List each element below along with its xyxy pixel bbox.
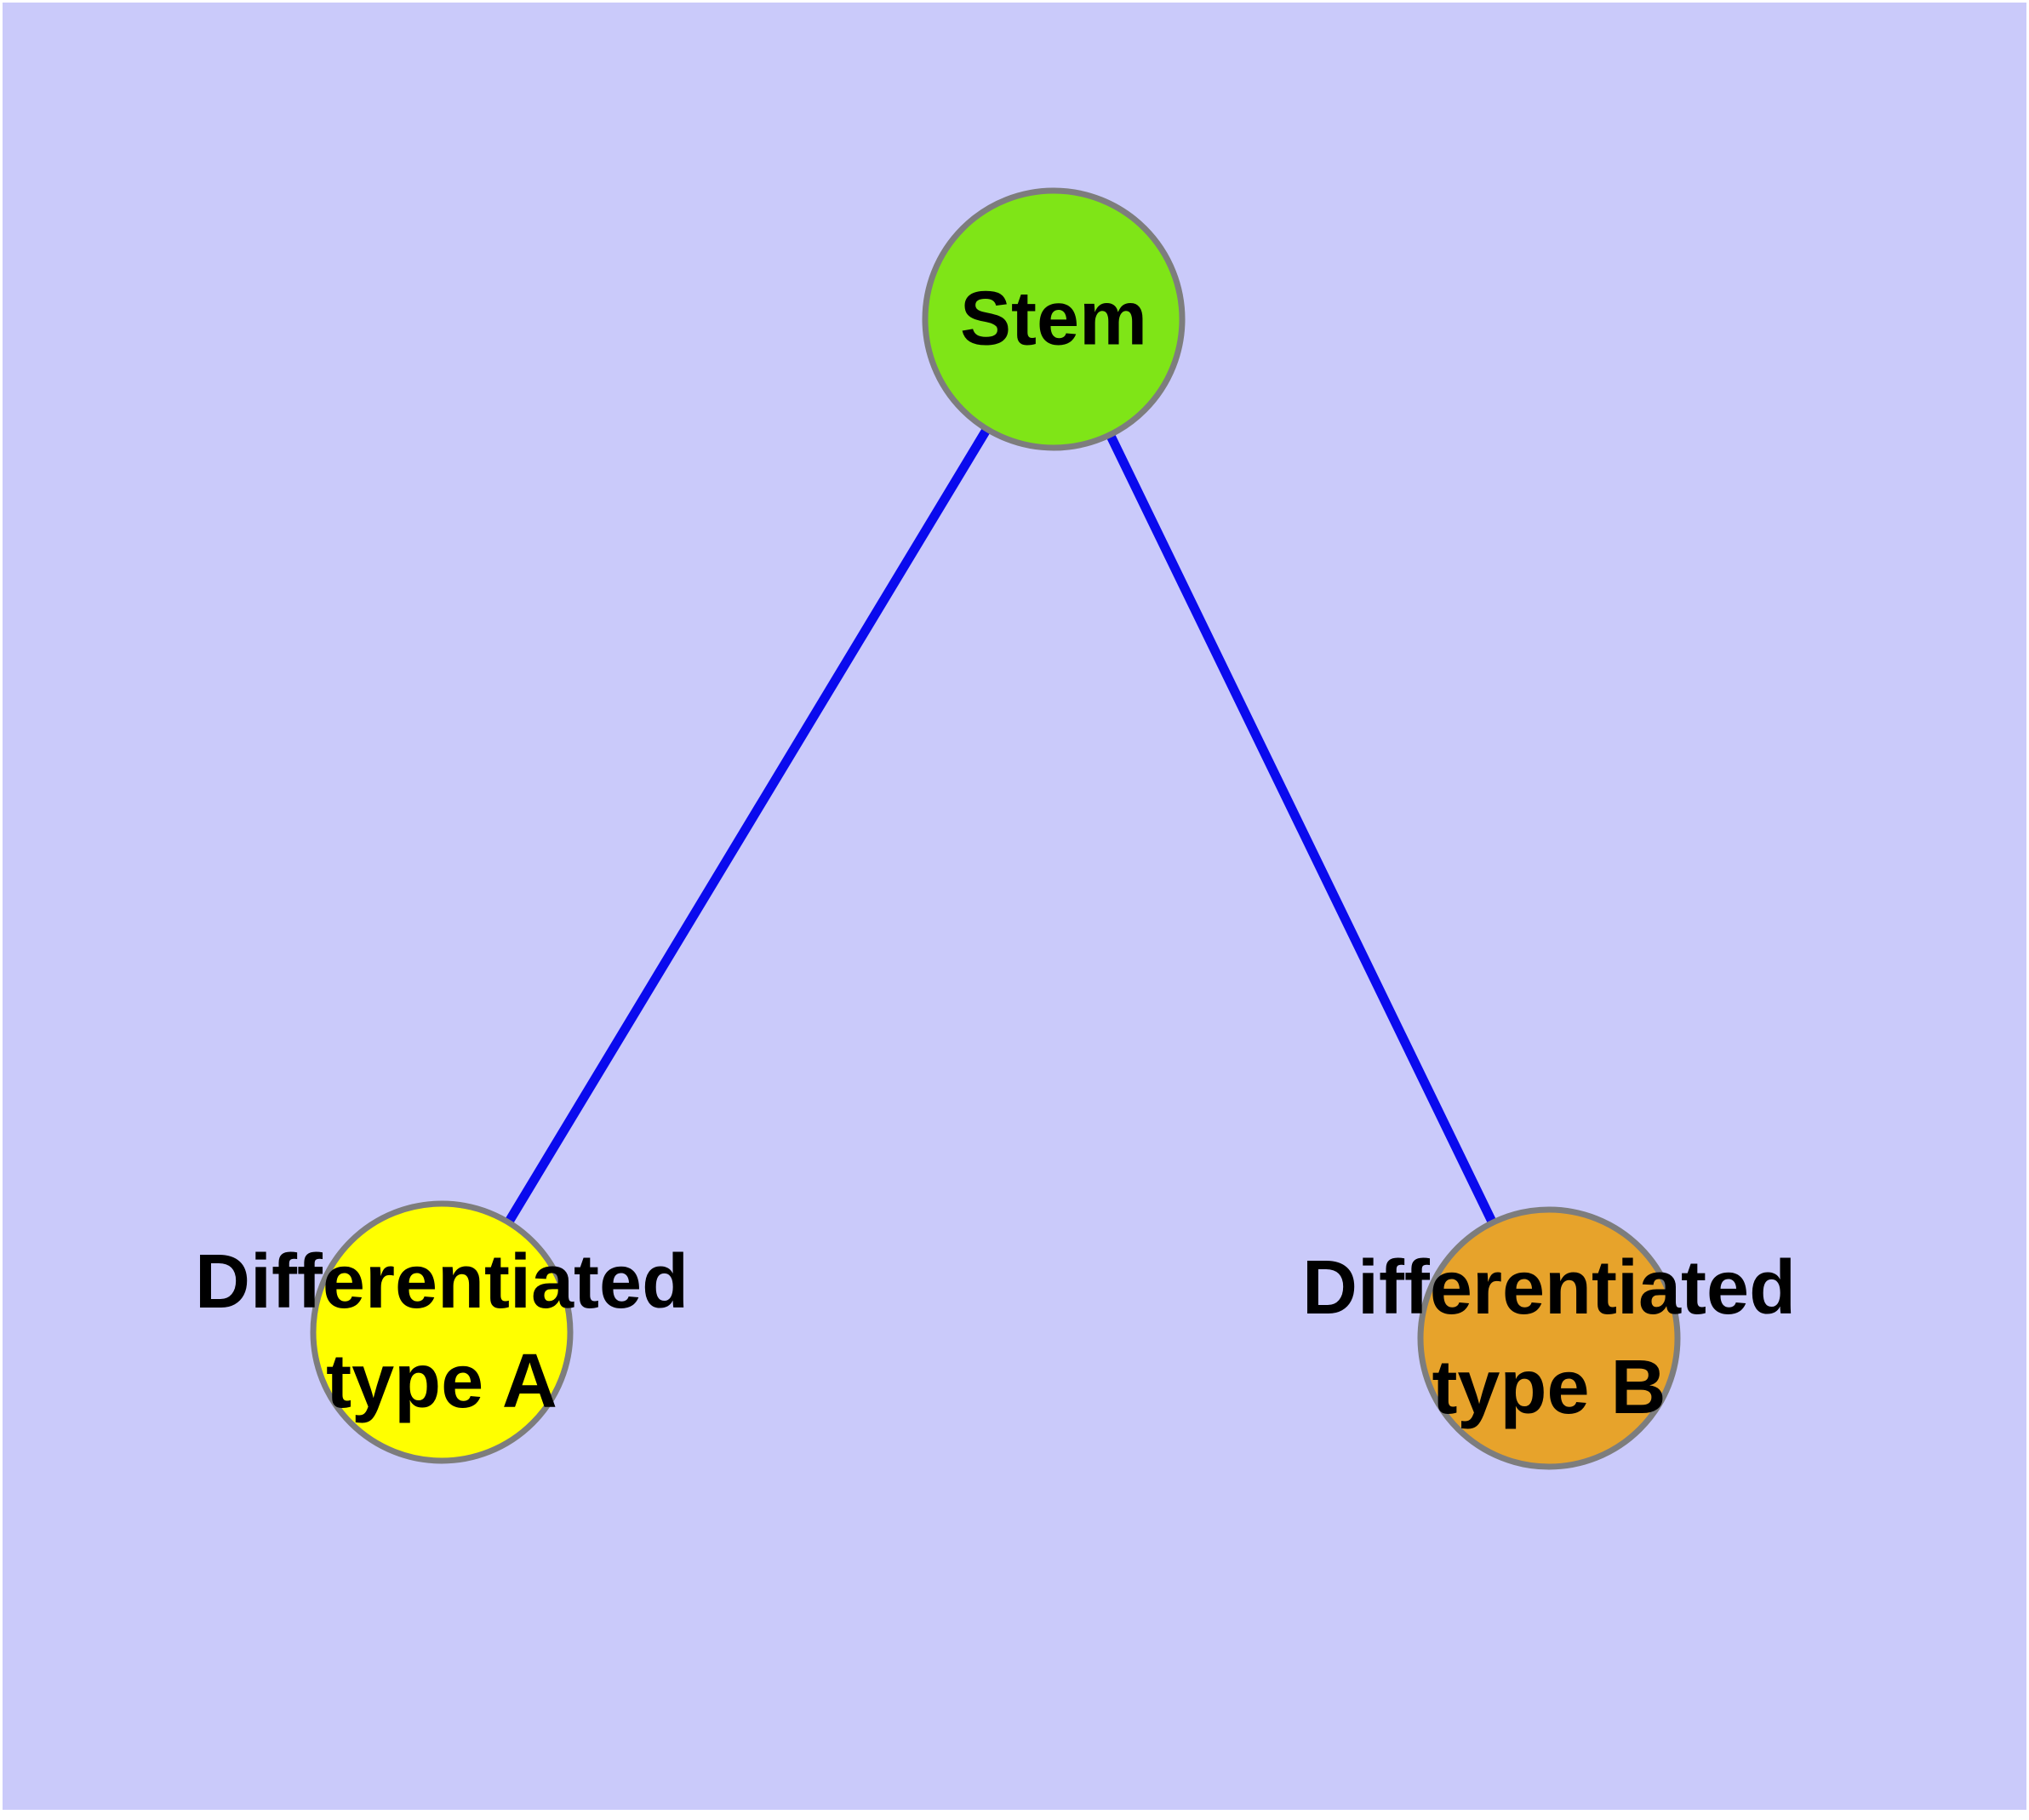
node-type-b-circle: [1417, 1206, 1681, 1470]
node-type-a-label: Differentiated type A: [195, 1233, 689, 1432]
node-type-b-label: Differentiated type B: [1302, 1239, 1796, 1438]
node-label-line: Differentiated: [194, 1239, 689, 1325]
node-label-line: type B: [1432, 1345, 1666, 1430]
node-label-line: type A: [326, 1339, 557, 1424]
node-label-line: Differentiated: [1301, 1245, 1797, 1331]
node-stem-circle: [922, 187, 1186, 451]
edge-stem-to-type-b: [1106, 433, 1496, 1224]
node-label-line: Stem: [959, 276, 1148, 362]
node-type-a-circle: [310, 1200, 574, 1464]
edge-stem-to-type-a: [505, 427, 991, 1224]
node-stem-label: Stem: [960, 270, 1147, 369]
